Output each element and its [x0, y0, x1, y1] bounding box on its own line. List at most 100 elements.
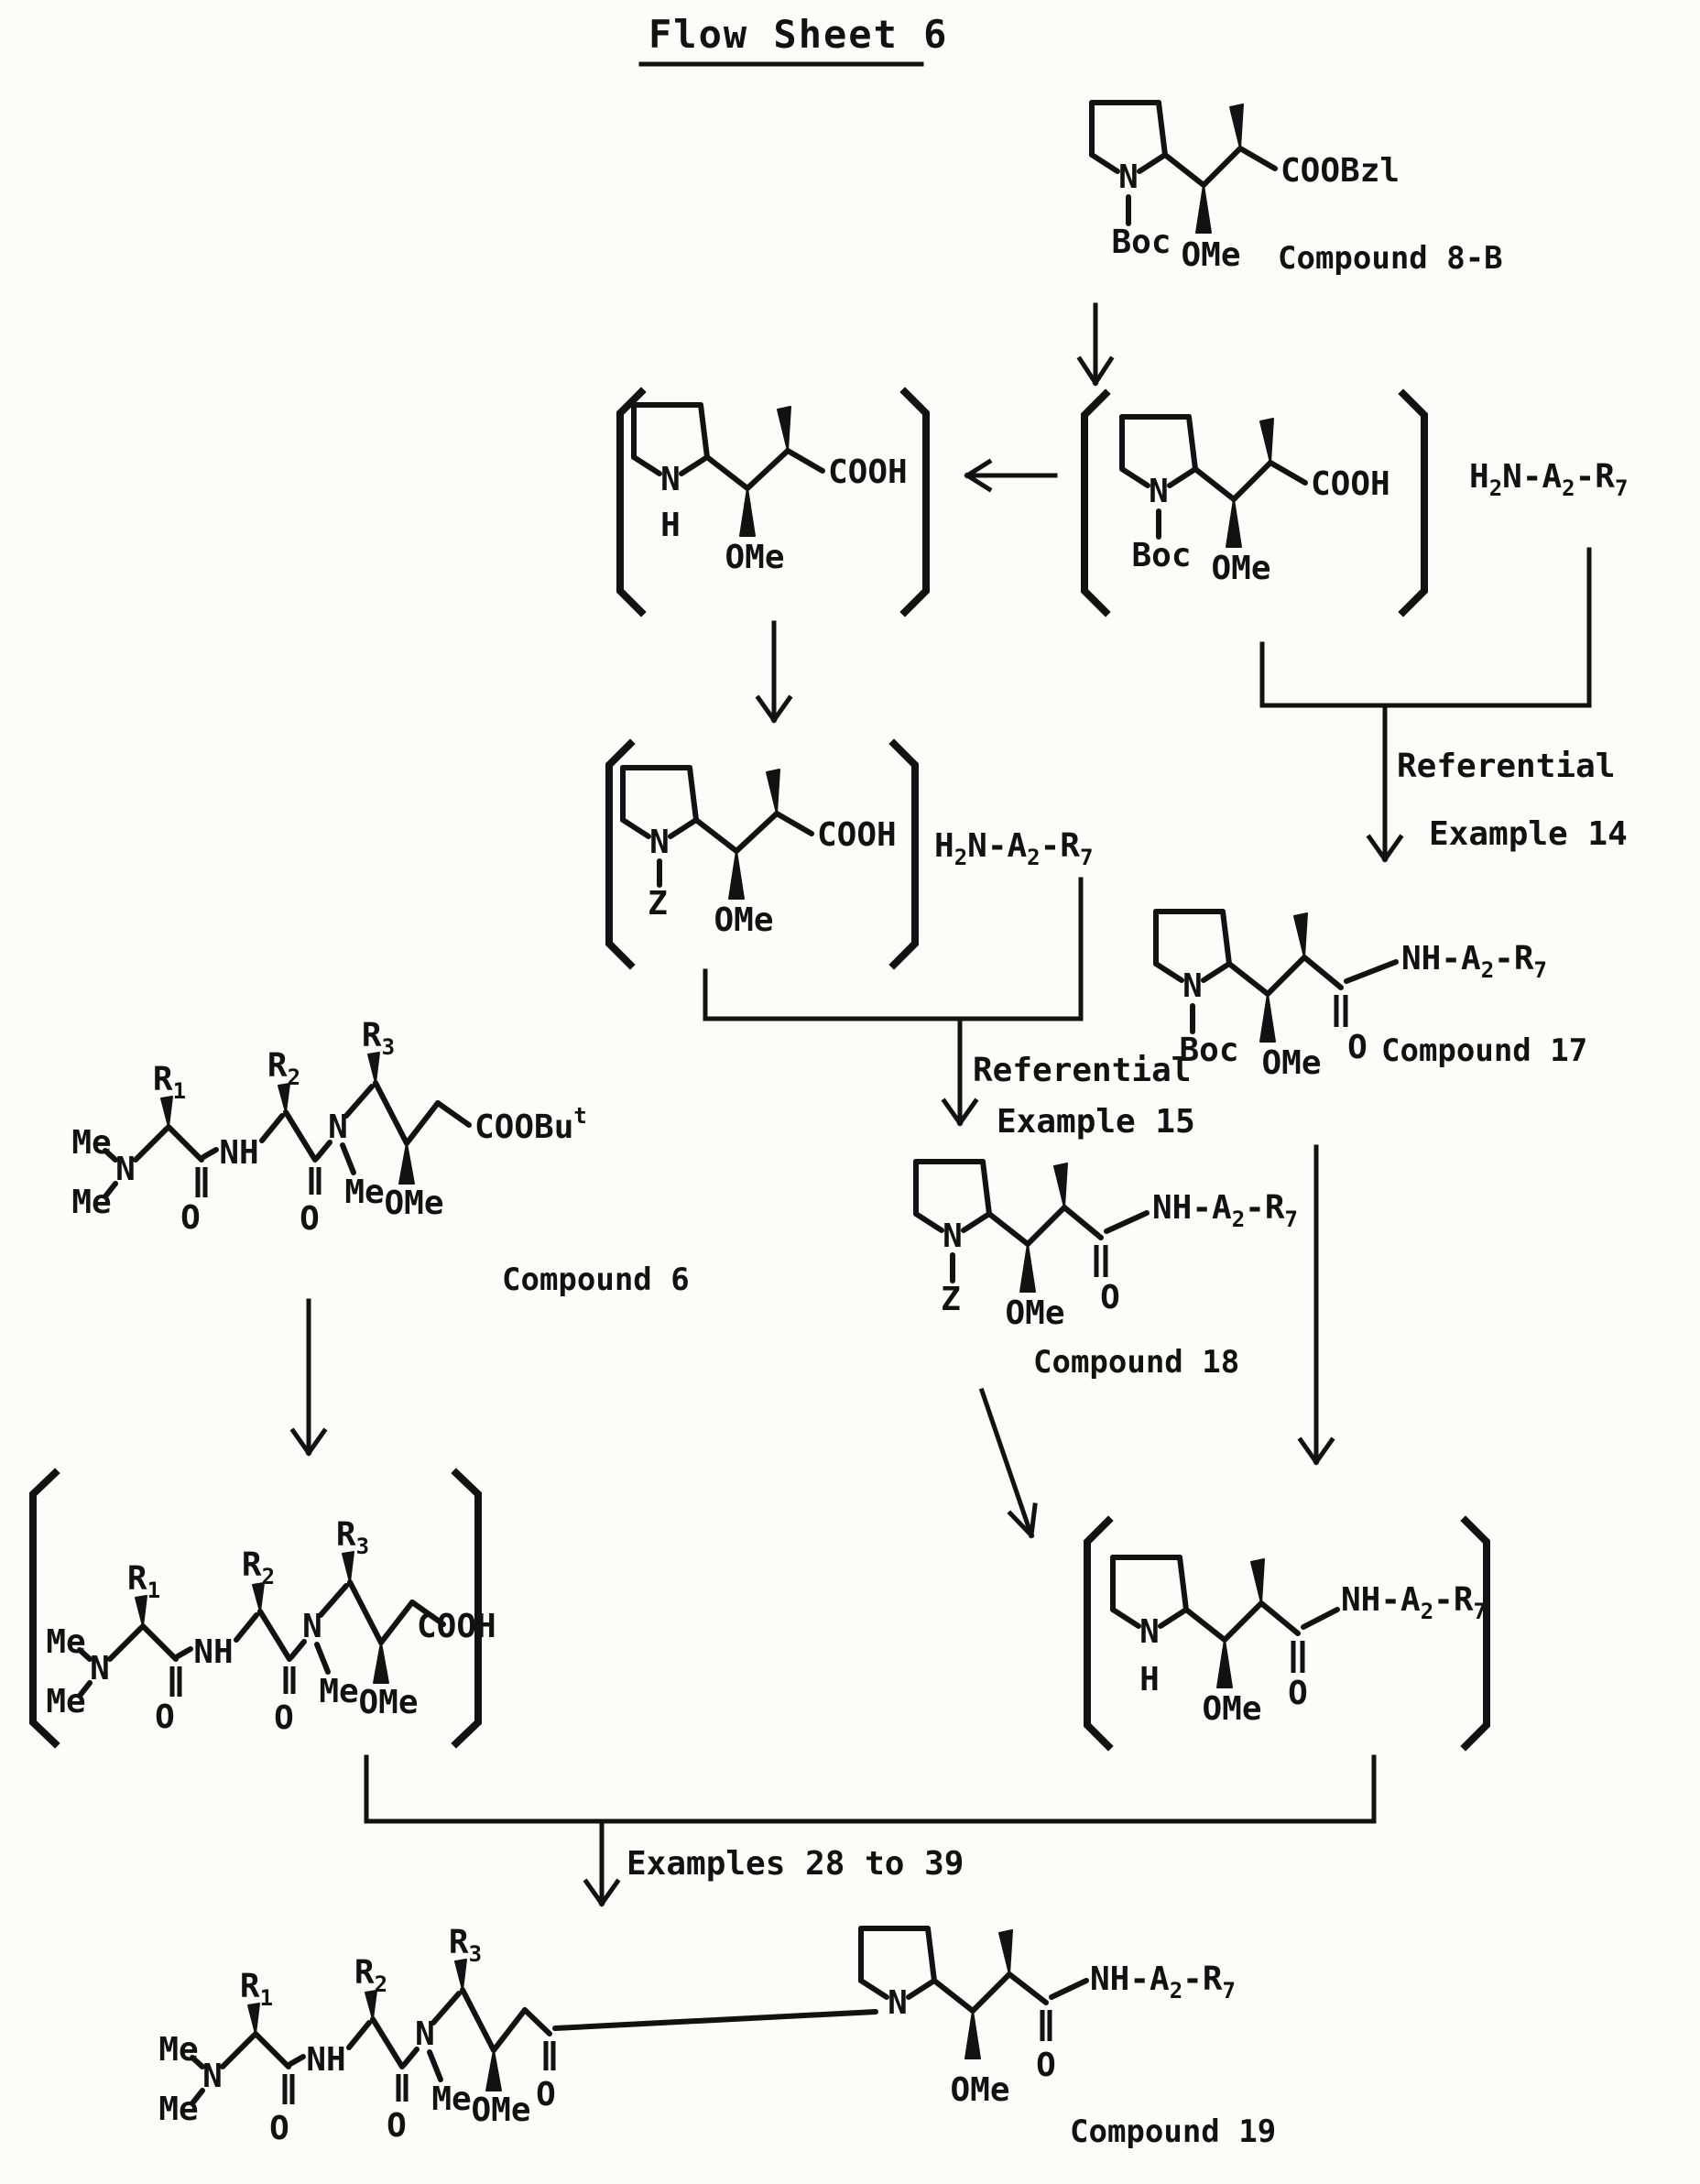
- structure-peptide-cooh-bracketed: Me Me N R1 O NH R2 O N Me R3 OMe COOH: [29, 1468, 496, 1749]
- carbonyl-o-label: O: [1347, 1029, 1368, 1066]
- bracket-left: [29, 1468, 60, 1749]
- r3-label: R3: [449, 1924, 482, 1967]
- methyl-wedge: [1259, 418, 1274, 464]
- bracket-left: [605, 738, 636, 970]
- ome-label: OMe: [1181, 236, 1240, 274]
- cooh-label: COOH: [828, 453, 908, 491]
- n-me-label: Me: [344, 1174, 384, 1211]
- amine-reagent-label: H2N-A2-R7: [934, 827, 1093, 870]
- bracket-right: [899, 387, 930, 617]
- r1-wedge: [247, 2003, 260, 2035]
- structure-compound-18: N Z OMe O NH-A2-R7 Compound 18: [913, 1159, 1298, 1381]
- bracket-right: [888, 738, 919, 970]
- ome-wedge: [485, 2049, 502, 2091]
- cooh-label: COOH: [417, 1608, 496, 1645]
- ring-n-label: N: [888, 1984, 908, 2022]
- r2-wedge: [278, 1083, 290, 1113]
- amide-n-label: N: [328, 1108, 348, 1146]
- boc-label: Boc: [1131, 537, 1191, 574]
- me-label: Me: [46, 1683, 85, 1720]
- nh-label: NH: [193, 1633, 233, 1671]
- methyl-wedge: [1250, 1558, 1265, 1604]
- bracket-right: [1398, 388, 1428, 617]
- nh-label: NH: [219, 1134, 258, 1172]
- me-label: Me: [158, 2031, 198, 2069]
- ring-nh-h-label: H: [1139, 1661, 1160, 1698]
- methyl-wedge: [1293, 912, 1308, 958]
- boc-label: Boc: [1179, 1032, 1238, 1069]
- ome-wedge: [1226, 498, 1242, 548]
- ome-label: OMe: [1005, 1294, 1064, 1332]
- cooh-label: COOH: [1311, 465, 1390, 503]
- r2-wedge: [252, 1582, 265, 1612]
- r1-wedge: [135, 1595, 147, 1627]
- bracket-left: [616, 387, 647, 617]
- carbonyl-o-label: O: [1288, 1675, 1308, 1712]
- structure-z-cooh-bracketed: N Z OMe COOH H2N-A2-R7: [605, 738, 1093, 970]
- r1-label: R1: [127, 1560, 160, 1603]
- me-label: Me: [158, 2091, 198, 2128]
- coobzl-label: COOBzl: [1280, 152, 1400, 190]
- structure-compound-17: N Boc OMe O NH-A2-R7 Compound 17: [1153, 909, 1587, 1082]
- amide-label: NH-A2-R7: [1152, 1189, 1298, 1232]
- ring-n-label: N: [1182, 967, 1203, 1005]
- examples-28-39-label: Examples 28 to 39: [627, 1845, 964, 1883]
- r3-wedge: [342, 1551, 354, 1583]
- r1-label: R1: [240, 1968, 273, 2011]
- methyl-wedge: [1053, 1163, 1068, 1208]
- sheet-title: Flow Sheet 6: [638, 12, 948, 67]
- n-me-label: Me: [319, 1673, 358, 1710]
- me-label: Me: [71, 1124, 111, 1162]
- r2-label: R2: [354, 1954, 387, 1997]
- r1-label: R1: [153, 1061, 186, 1104]
- carbonyl-o-label: O: [180, 1199, 201, 1237]
- me-label: Me: [46, 1623, 85, 1661]
- carbonyl-o-label: O: [1036, 2047, 1056, 2084]
- bracket-right: [1460, 1515, 1490, 1752]
- ring-n-label: N: [660, 461, 681, 498]
- ring-n-label: N: [1149, 473, 1169, 510]
- ome-wedge: [1259, 993, 1276, 1043]
- compound-6-caption: Compound 6: [502, 1261, 690, 1298]
- ome-wedge: [728, 850, 745, 900]
- structure-compound-8b: N Boc OMe COOBzl Compound 8-B: [1089, 100, 1503, 277]
- page-title: Flow Sheet 6: [648, 12, 948, 57]
- amide-label: NH-A2-R7: [1090, 1960, 1236, 2004]
- arrow-nh-structure-down: [755, 620, 793, 724]
- amine-n-label: N: [202, 2058, 223, 2095]
- ome-label: OMe: [1261, 1044, 1321, 1082]
- ome-label: OMe: [950, 2071, 1009, 2109]
- ome-wedge: [1019, 1243, 1036, 1293]
- structure-compound-6: Me Me N R1 O NH R2 O N Me R3 OMe COOBut …: [71, 1017, 689, 1298]
- carbonyl-o-label: O: [274, 1699, 294, 1737]
- ring-nh-h-label: H: [660, 507, 681, 544]
- methyl-wedge: [998, 1929, 1013, 1975]
- structure-boc-cooh-bracketed: N Boc OMe COOH H2N-A2-R7: [1081, 388, 1628, 617]
- referential-14-line2: Example 14: [1429, 815, 1628, 853]
- compound-19-caption: Compound 19: [1070, 2113, 1276, 2150]
- bracket-left: [1081, 388, 1111, 617]
- ome-label: OMe: [725, 539, 784, 576]
- referential-14-line1: Referential: [1397, 748, 1615, 785]
- boc-label: Boc: [1111, 224, 1171, 261]
- n-me-label: Me: [431, 2080, 471, 2118]
- referential-15-line1: Referential: [973, 1052, 1191, 1089]
- methyl-wedge: [766, 769, 780, 814]
- cooh-label: COOH: [817, 816, 897, 854]
- bracket-left: [1084, 1515, 1114, 1752]
- ring-n-label: N: [943, 1218, 963, 1255]
- carbonyl-o-label: O: [269, 2110, 289, 2147]
- ome-wedge: [1195, 184, 1212, 234]
- ring-n-label: N: [1118, 158, 1139, 196]
- carbonyl-o-label: O: [1100, 1279, 1120, 1316]
- ome-label: OMe: [1202, 1690, 1261, 1728]
- r2-wedge: [365, 1990, 377, 2020]
- carbonyl-o-label: O: [155, 1698, 175, 1736]
- amide-n-label: N: [302, 1608, 322, 1645]
- arrow-18-diagonal: [978, 1387, 1038, 1539]
- structure-compound-19: Me Me N R1 O NH R2 O N Me R3 OMe O: [158, 1924, 1276, 2150]
- ring-n-label: N: [649, 824, 670, 861]
- ome-label: OMe: [1211, 550, 1270, 587]
- ome-wedge: [739, 487, 756, 537]
